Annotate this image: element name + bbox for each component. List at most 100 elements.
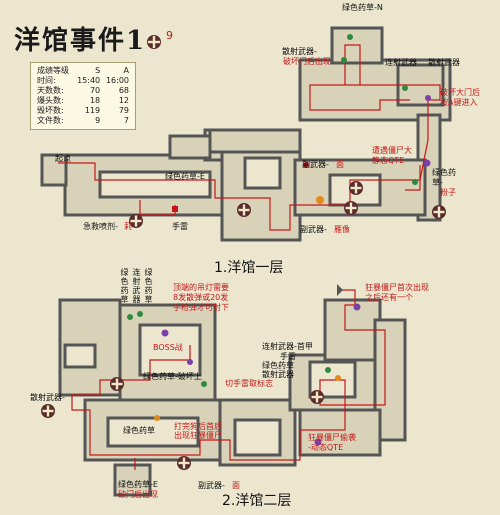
label: 手雷 — [172, 222, 188, 231]
green-herb-icon — [325, 367, 331, 373]
table-cell: 18 — [89, 96, 101, 105]
label: 静态QTE — [372, 156, 405, 165]
weapon-icon — [172, 206, 178, 212]
label: 绿色药草-N — [342, 3, 383, 12]
table-header: A — [123, 66, 129, 75]
table-cell: 16:00 — [105, 76, 129, 85]
weapon-icon — [423, 159, 431, 167]
floor-title: 2.洋馆二层 — [222, 493, 292, 509]
typewriter-cross-icon — [432, 205, 446, 219]
typewriter-cross-icon — [110, 377, 124, 391]
weapon-icon — [402, 85, 408, 91]
table-cell: 9 — [95, 116, 101, 125]
typewriter-cross-icon — [344, 201, 358, 215]
table-cell: 79 — [118, 106, 129, 115]
floor2-route — [71, 289, 386, 461]
label: 绿色药草-破坏上 — [143, 372, 202, 381]
label: 急救喷剂- — [83, 222, 118, 231]
green-herb-icon — [127, 314, 133, 320]
label: 遭遇僵尸大 — [372, 146, 412, 155]
table-cell: 文件数: — [37, 116, 64, 125]
label: 绿色药草-E — [118, 480, 158, 489]
label: 副武器- — [300, 225, 327, 234]
table-row: 时间: 15:40 16:00 — [35, 76, 131, 86]
label: 莉 — [124, 222, 132, 231]
label: 散射武器 — [262, 370, 294, 379]
label: 连射武器 — [385, 58, 417, 67]
label: 狂暴僵尸首次出现 — [365, 283, 429, 292]
weapon-icon — [303, 162, 309, 168]
chapter-number: 9 — [166, 29, 173, 42]
table-cell: 70 — [89, 86, 101, 95]
page-title: 洋馆事件1 — [14, 26, 147, 56]
label: 绿色药草-E — [165, 172, 205, 181]
weapon-icon — [335, 375, 341, 381]
label: 散射武器- — [282, 47, 317, 56]
typewriter-cross-icon — [237, 203, 251, 217]
table-header-row: 成绩等级 S A — [35, 66, 131, 76]
label: 破坏门后出现 — [283, 57, 331, 66]
label: 之后还有一个 — [365, 293, 413, 302]
table-row: 天数数: 70 68 — [35, 86, 131, 96]
table-cell: 爆头数: — [37, 96, 64, 105]
weapon-icon — [187, 359, 193, 365]
label: 副武器- — [198, 481, 225, 490]
green-herb-icon — [412, 179, 418, 185]
table-cell: 12 — [118, 96, 129, 105]
table-header: S — [95, 66, 101, 75]
typewriter-cross-icon — [349, 181, 363, 195]
weapon-icon — [353, 303, 361, 311]
weapon-icon — [314, 438, 322, 446]
typewriter-cross-icon — [177, 456, 191, 470]
label: 雁像 — [334, 225, 350, 234]
label: 8发散弹或20发 — [173, 293, 229, 302]
weapon-icon — [161, 329, 169, 337]
label: 绿色药草 — [262, 361, 294, 370]
table-cell: 15:40 — [77, 76, 101, 85]
green-herb-icon — [137, 311, 143, 317]
label: 面 — [232, 481, 240, 490]
label: 出现狂暴僵尸 — [174, 431, 222, 440]
table-cell: 68 — [118, 86, 129, 95]
typewriter-cross-icon — [147, 35, 161, 49]
typewriter-cross-icon — [41, 404, 55, 418]
label: 连射武器 — [132, 268, 141, 304]
weapon-icon — [425, 95, 431, 101]
table-row: 文件数: 9 7 — [35, 116, 131, 126]
label: 副武器- — [302, 160, 329, 169]
table-row: 爆头数: 18 12 — [35, 96, 131, 106]
label: 散射武器 — [428, 58, 460, 67]
table-cell: 119 — [84, 106, 101, 115]
label: 按A键进入 — [440, 98, 478, 107]
label: 绿色药草 — [120, 268, 129, 304]
label: 切手雷取标志 — [225, 379, 273, 388]
table-header: 成绩等级 — [37, 66, 69, 75]
label: 顶端的吊灯需要 — [173, 283, 229, 292]
label: 面 — [336, 160, 344, 169]
floor-title: 1.洋馆一层 — [214, 260, 284, 276]
weapon-icon — [154, 415, 160, 421]
label: 破坏大门后 — [440, 88, 480, 97]
label: 打完狗后首后 — [174, 422, 222, 431]
typewriter-cross-icon — [310, 390, 324, 404]
label: 起点 — [55, 154, 71, 163]
label: 狂暴僵尸偷袭 — [308, 433, 356, 442]
label: 绿色药草 — [123, 426, 155, 435]
green-herb-icon — [201, 381, 207, 387]
label: 粉子 — [440, 188, 456, 197]
label: 破门后出现 — [118, 490, 158, 499]
table-cell: 时间: — [37, 76, 56, 85]
table-cell: 7 — [123, 116, 129, 125]
table-row: 毁坏数: 119 79 — [35, 106, 131, 116]
label: 草- — [432, 178, 443, 187]
table-cell: 毁坏数: — [37, 106, 64, 115]
floor1-walls — [40, 26, 452, 242]
label: 散射武器- — [30, 393, 65, 402]
label: 绿色药 — [432, 168, 456, 177]
weapon-icon — [316, 196, 324, 204]
label: 绿色药草 — [144, 268, 153, 304]
score-table: 成绩等级 S A 时间: 15:40 16:00 天数数: 70 68 爆头数:… — [30, 62, 136, 130]
floor1-route — [58, 44, 441, 231]
